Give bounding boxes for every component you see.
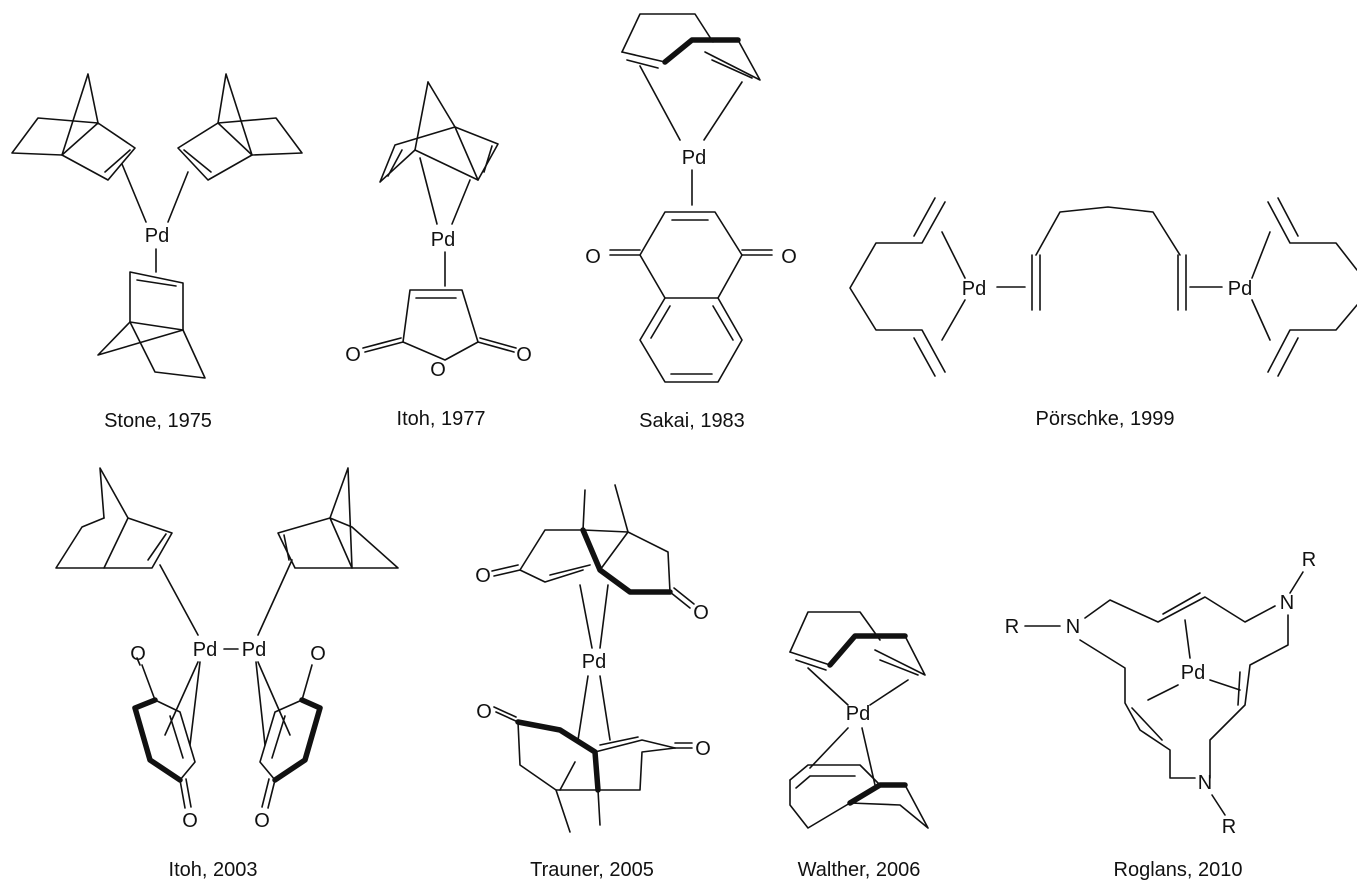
oxygen-atom-label: O: [476, 701, 492, 723]
structure-walther-2006: Pd Walther, 2006: [789, 611, 929, 881]
caption-trauner-2005: Trauner, 2005: [530, 859, 654, 881]
caption-sakai-1983: Sakai, 1983: [639, 410, 745, 432]
oxygen-atom-label: O: [695, 738, 711, 760]
caption-roglans-2010: Roglans, 2010: [1114, 859, 1243, 881]
oxygen-atom-label: O: [475, 565, 491, 587]
pd-atom-label: Pd: [682, 147, 706, 169]
nitrogen-atom-label: N: [1198, 772, 1212, 794]
oxygen-atom-label: O: [516, 344, 532, 366]
structure-porschke-1999: Pd Pd Pörschke, 1999: [849, 197, 1357, 430]
pd-atom-label: Pd: [846, 703, 870, 725]
structure-trauner-2005: O O Pd O O Trauner, 2005: [475, 484, 711, 881]
r-group-label: R: [1222, 816, 1236, 838]
pd-atom-label: Pd: [145, 225, 169, 247]
pd-atom-label: Pd: [582, 651, 606, 673]
pd-atom-label: Pd: [1181, 662, 1205, 684]
structure-stone-1975: Pd Stone, 1975: [11, 73, 303, 432]
oxygen-atom-label: O: [345, 344, 361, 366]
nitrogen-atom-label: N: [1066, 616, 1080, 638]
structure-itoh-2003: Pd Pd O O O O Itoh, 2003: [55, 467, 399, 881]
pd-atom-label: Pd: [431, 229, 455, 251]
structure-itoh-1977: Pd O O O Itoh, 1977: [345, 81, 532, 430]
oxygen-atom-label: O: [781, 246, 797, 268]
caption-itoh-2003: Itoh, 2003: [169, 859, 258, 881]
oxygen-atom-label: O: [130, 643, 146, 665]
caption-walther-2006: Walther, 2006: [798, 859, 921, 881]
oxygen-atom-label: O: [310, 643, 326, 665]
structure-roglans-2010: R N R N N R Pd Roglans, 2010: [1005, 549, 1316, 881]
caption-porschke-1999: Pörschke, 1999: [1036, 408, 1175, 430]
structure-sakai-1983: Pd O O Sakai, 1983: [585, 13, 797, 432]
oxygen-atom-label: O: [254, 810, 270, 832]
pd-atom-label: Pd: [242, 639, 266, 661]
oxygen-atom-label: O: [585, 246, 601, 268]
caption-stone-1975: Stone, 1975: [104, 410, 212, 432]
pd-atom-label: Pd: [1228, 278, 1252, 300]
pd-atom-label: Pd: [193, 639, 217, 661]
nitrogen-atom-label: N: [1280, 592, 1294, 614]
r-group-label: R: [1005, 616, 1019, 638]
pd-atom-label: Pd: [962, 278, 986, 300]
r-group-label: R: [1302, 549, 1316, 571]
oxygen-atom-label: O: [182, 810, 198, 832]
oxygen-atom-label: O: [430, 359, 446, 381]
caption-itoh-1977: Itoh, 1977: [397, 408, 486, 430]
oxygen-atom-label: O: [693, 602, 709, 624]
